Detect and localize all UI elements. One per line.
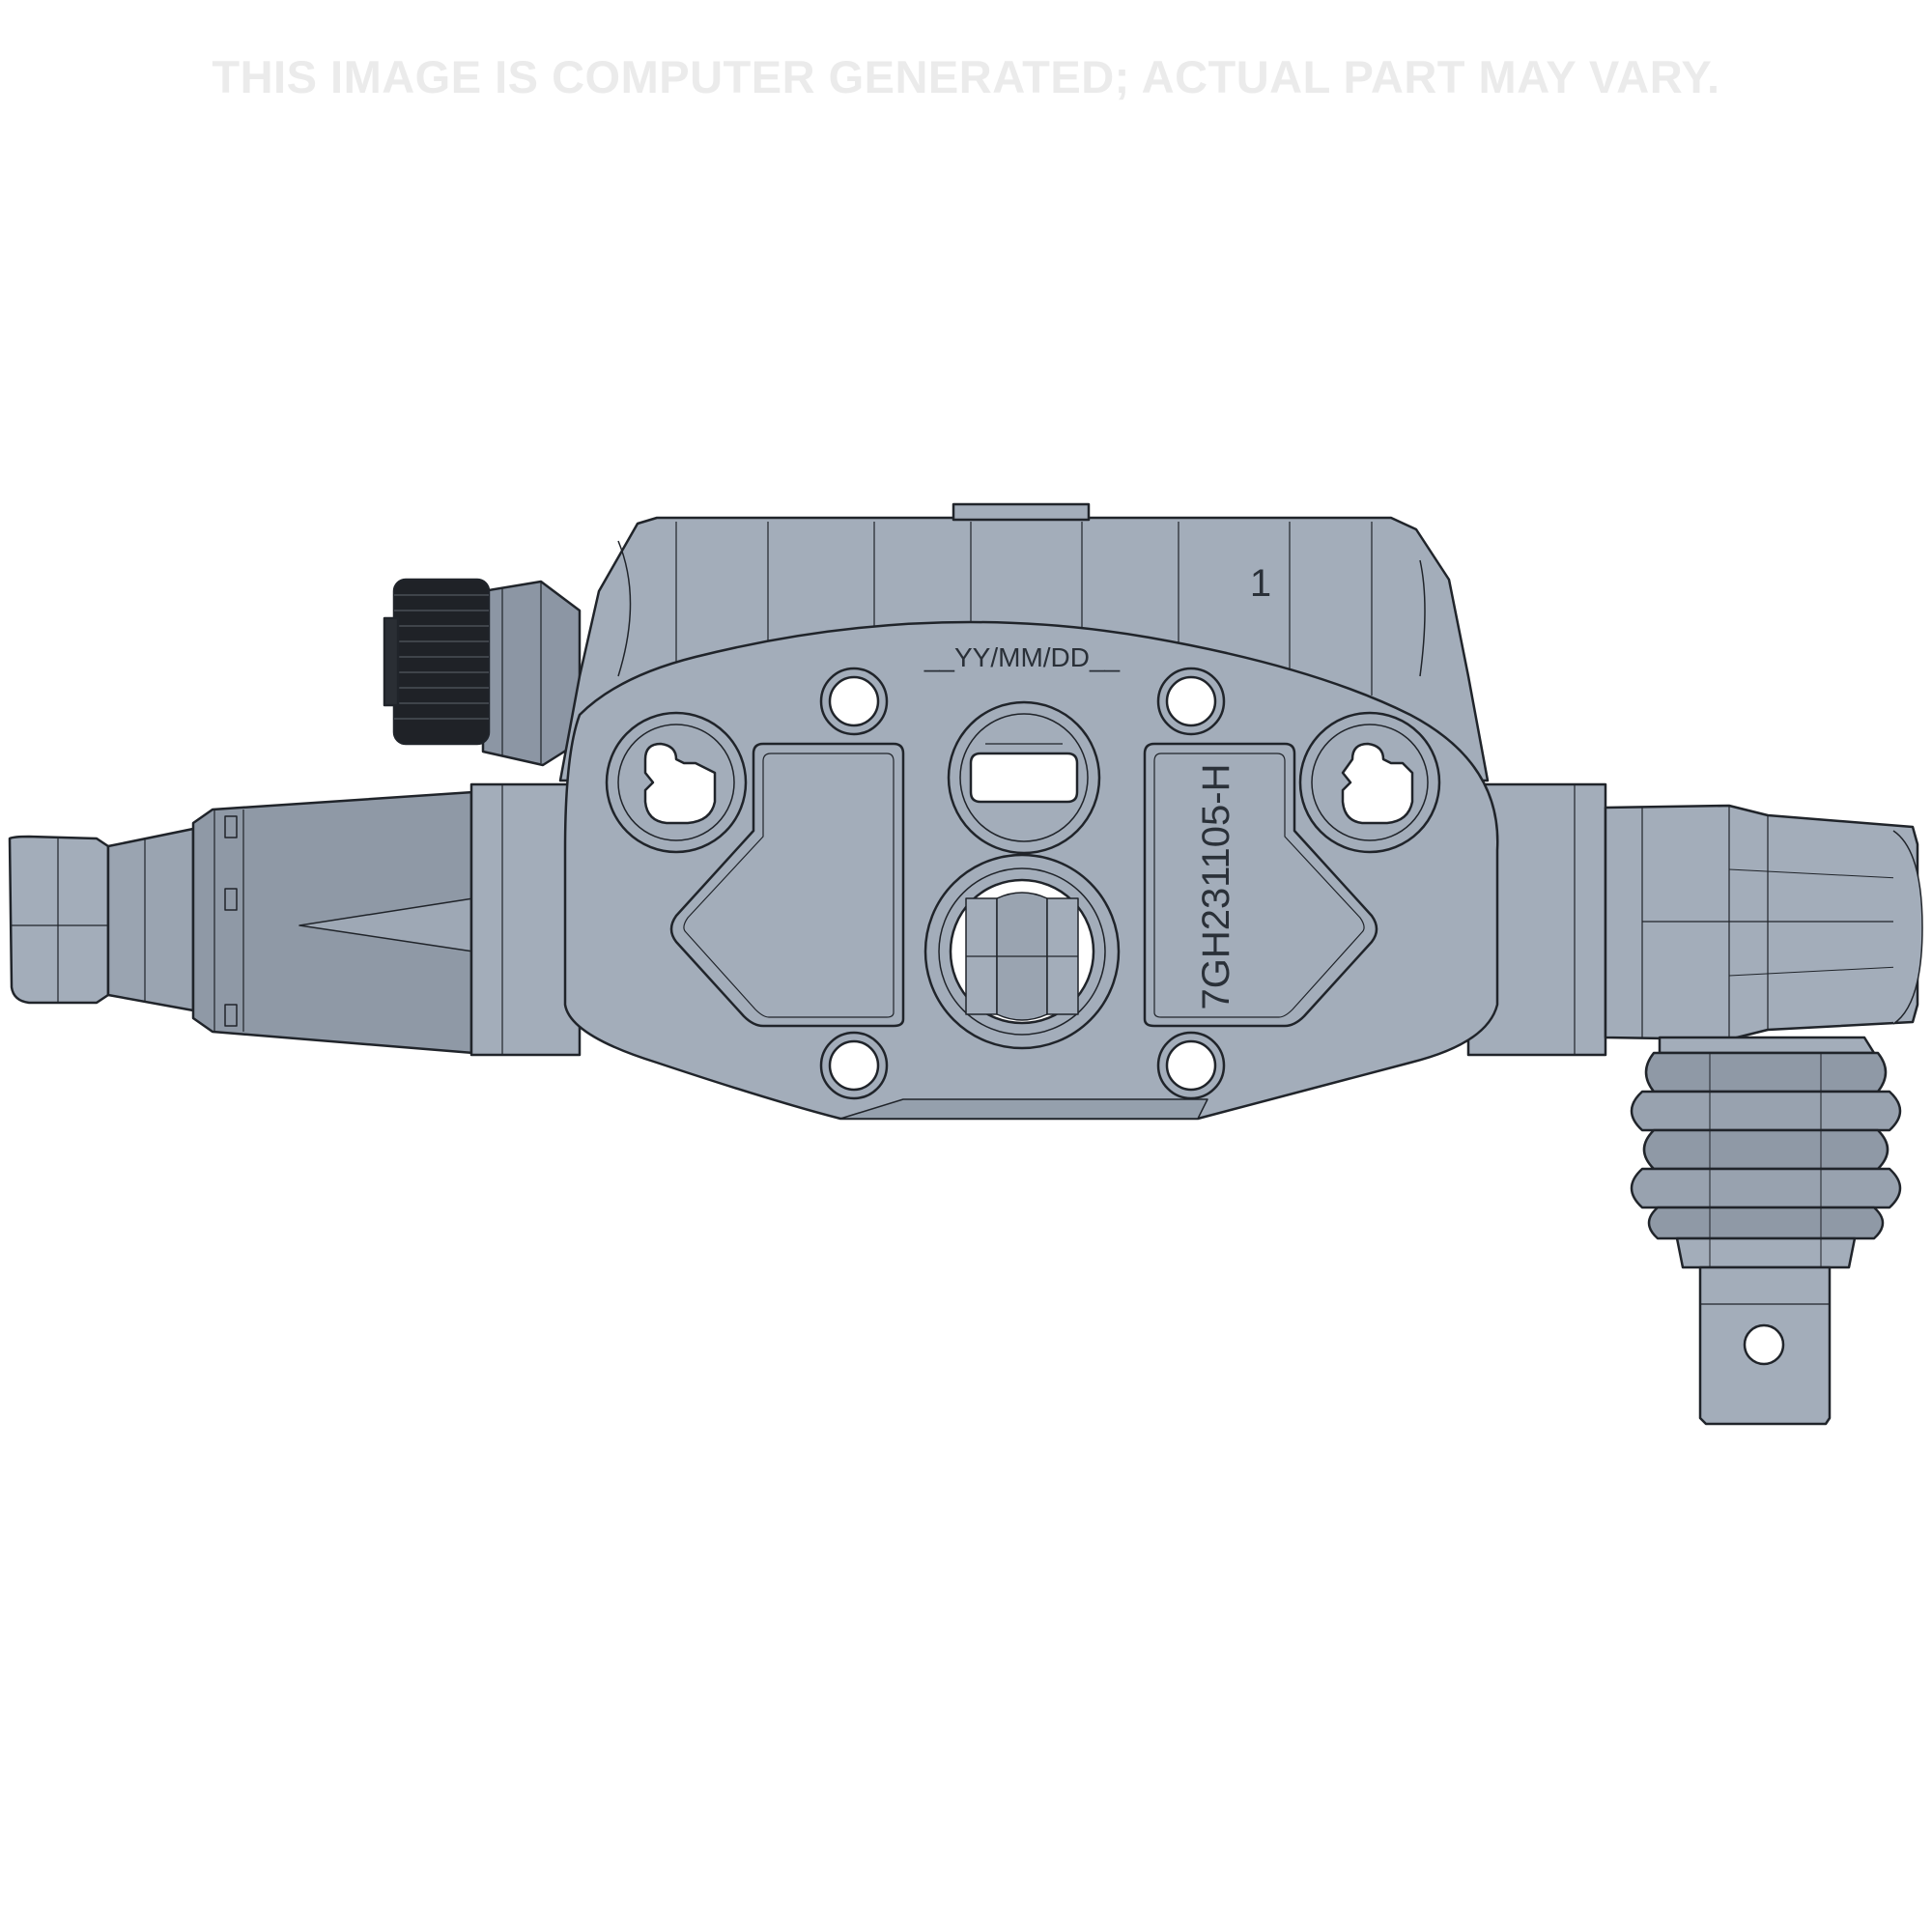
electrical-connector: [383, 578, 582, 767]
lever-tab: [1698, 1265, 1832, 1426]
valve-body: [469, 502, 1607, 1121]
lever-housing-right: [1604, 804, 1923, 1041]
disclaimer-text: THIS IMAGE IS COMPUTER GENERATED; ACTUAL…: [212, 51, 1720, 102]
date-code-marking: __YY/MM/DD__: [923, 642, 1121, 672]
section-number-marking: 1: [1250, 562, 1271, 605]
part-number-marking: 7GH231105-H: [1195, 764, 1237, 1010]
rubber-boot: [1630, 1036, 1902, 1269]
spool-end-cap-left: [8, 790, 504, 1055]
